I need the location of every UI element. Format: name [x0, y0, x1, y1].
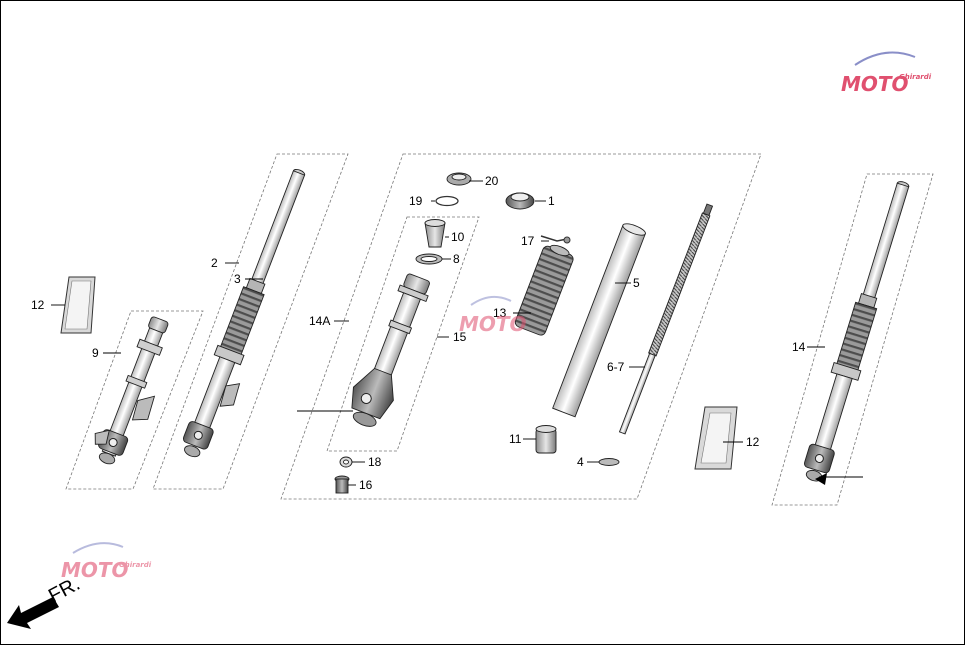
callout-19: 19 [409, 194, 423, 208]
part-16-bolt [334, 475, 350, 494]
part-12-right [694, 406, 738, 470]
callout-5: 5 [633, 276, 640, 290]
callout-12-right: 12 [746, 435, 760, 449]
watermark-logo-top-right: MOTO Ghirardi [841, 51, 932, 96]
part-11-slide-bushing [535, 425, 557, 454]
leader-lines [51, 180, 863, 486]
svg-text:Ghirardi: Ghirardi [899, 73, 932, 81]
callout-20: 20 [485, 174, 499, 188]
group-outline-14 [771, 173, 934, 506]
callout-14a: 14A [309, 314, 330, 328]
callout-3: 3 [234, 272, 241, 286]
part-2-fork-assembly [182, 169, 306, 458]
part-1-seal [505, 192, 535, 210]
part-18-washer [339, 456, 353, 468]
group-outline-2 [152, 153, 349, 490]
part-12-left [60, 276, 96, 334]
callout-2: 2 [211, 256, 218, 270]
svg-text:Ghirardi: Ghirardi [119, 561, 152, 569]
group-outline-9 [65, 310, 204, 490]
callout-10: 10 [451, 230, 465, 244]
svg-text:MOTO: MOTO [61, 558, 129, 582]
part-5-inner-tube [552, 223, 646, 418]
callout-12-left: 12 [31, 298, 45, 312]
part-6-7-fork-spring [618, 203, 714, 435]
svg-text:MOTO: MOTO [459, 312, 527, 336]
group-outline-14a-inner [326, 216, 480, 452]
part-9-outer-tube [94, 316, 169, 465]
callout-8: 8 [453, 252, 460, 266]
callout-14: 14 [792, 340, 806, 354]
callout-1: 1 [548, 194, 555, 208]
watermark-logo-center: MOTO [459, 295, 527, 336]
part-10-bushing [424, 219, 446, 248]
callout-18: 18 [368, 455, 382, 469]
callout-11: 11 [509, 432, 522, 446]
callout-15: 15 [453, 330, 467, 344]
part-4-washer [598, 458, 620, 466]
part-8-washer [415, 253, 443, 265]
callout-17: 17 [521, 234, 535, 248]
part-14-fork-assembly [803, 181, 910, 482]
part-15-outer-tube [351, 273, 430, 427]
group-outline-14a [280, 153, 762, 500]
part-19-circlip [435, 195, 459, 207]
front-direction-arrow-icon [7, 597, 59, 629]
watermark-logo-bottom-left: MOTO Ghirardi [61, 542, 152, 582]
svg-text:MOTO: MOTO [841, 72, 909, 96]
callout-6-7: 6-7 [607, 360, 625, 374]
callout-13: 13 [493, 306, 507, 320]
callout-16: 16 [359, 478, 373, 492]
callout-9: 9 [92, 346, 99, 360]
callout-4: 4 [577, 455, 584, 469]
part-20-oil-seal [446, 172, 472, 186]
part-17-clip [540, 235, 571, 244]
